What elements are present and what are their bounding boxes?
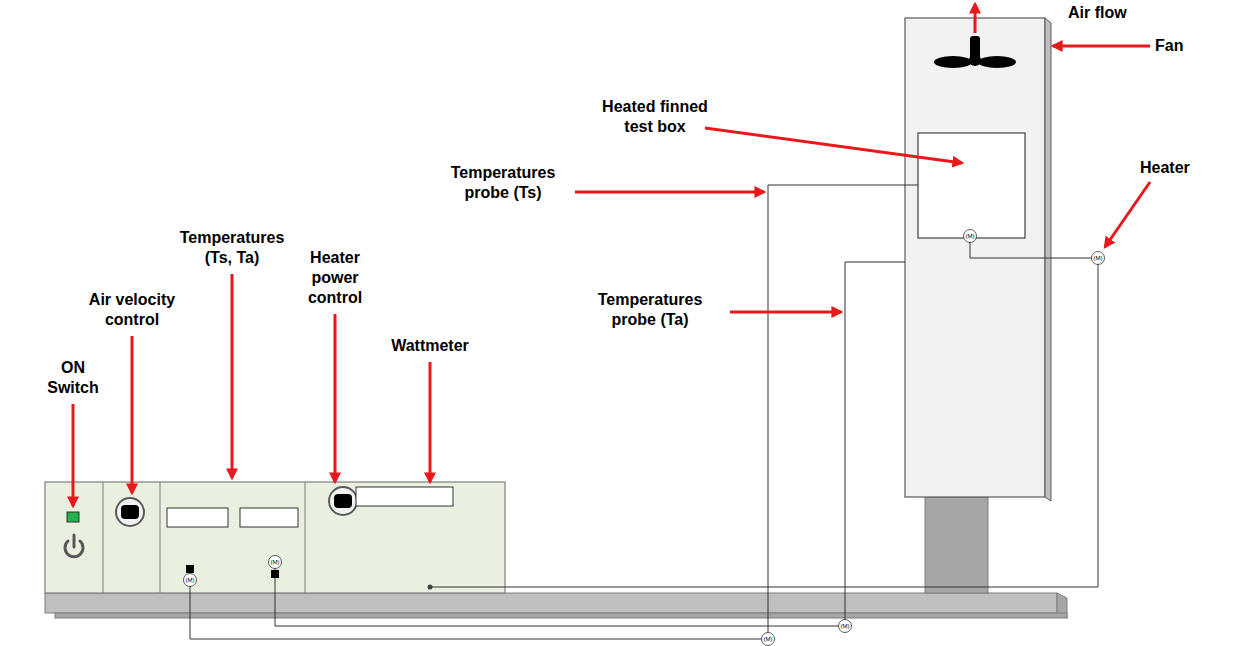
base-bar-side (55, 613, 1067, 618)
part-label: Air velocity control (82, 290, 182, 330)
wattmeter-display (356, 487, 453, 506)
connector-tag: (M) (271, 559, 280, 565)
connector-ring (839, 620, 852, 633)
fan-blade (934, 56, 972, 68)
part-label: Temperatures probe (Ts) (438, 163, 568, 203)
callout-arrow (1053, 45, 1150, 48)
probe-wire (845, 262, 905, 626)
connector-ring (269, 556, 282, 569)
base-bar (45, 593, 1057, 613)
temperature-display (240, 508, 298, 527)
connector-ring (762, 633, 775, 646)
connector-ring (184, 574, 197, 587)
connector-tag: (M) (841, 623, 850, 629)
temperature-display (167, 508, 228, 527)
connector-tag: (M) (1094, 255, 1103, 261)
callout-arrow (730, 311, 841, 314)
panel-divider (160, 482, 161, 593)
part-label: Heated finned test box (593, 97, 718, 137)
airflow-arrow (974, 4, 977, 33)
column-stand (925, 497, 988, 593)
panel-divider (305, 482, 306, 593)
test-box (918, 133, 1025, 238)
part-label: Temperatures probe (Ta) (585, 290, 715, 330)
connector-ring (964, 230, 977, 243)
part-label: Heater power control (298, 248, 373, 308)
part-label: ON Switch (41, 358, 106, 398)
socket (428, 585, 433, 590)
callout-arrow (334, 314, 337, 482)
socket (186, 565, 194, 573)
power-icon (73, 535, 76, 547)
velocity-knob (116, 498, 144, 526)
fan-hub (969, 54, 981, 66)
callout-arrow (429, 362, 432, 482)
panel-divider (103, 482, 104, 593)
callout-arrow (72, 404, 75, 506)
heater-knob (329, 487, 357, 515)
socket (271, 570, 279, 578)
probe-wire (275, 568, 845, 626)
probe-wire (768, 185, 918, 639)
connector-tag: (M) (186, 577, 195, 583)
fan-blade (978, 56, 1016, 68)
callout-arrow (575, 191, 764, 194)
heater-wire (432, 258, 1098, 587)
callout-arrow (131, 336, 134, 493)
part-label: Fan (1155, 36, 1183, 56)
power-led (67, 512, 79, 522)
connector-ring (1092, 252, 1105, 265)
callout-arrow (705, 128, 962, 163)
callout-arrow (231, 274, 234, 478)
heater-knob (334, 494, 352, 508)
callout-arrow (1105, 182, 1150, 247)
column-side (1045, 18, 1051, 501)
velocity-knob (121, 505, 139, 519)
part-label: Heater (1140, 158, 1190, 178)
control-panel (45, 482, 505, 593)
part-label: Air flow (1068, 3, 1127, 23)
heater-wire (970, 236, 1098, 258)
part-label: Temperatures (Ts, Ta) (172, 228, 292, 268)
connector-tag: (M) (966, 233, 975, 239)
part-label: Wattmeter (391, 336, 469, 356)
connector-tag: (M) (764, 636, 773, 642)
